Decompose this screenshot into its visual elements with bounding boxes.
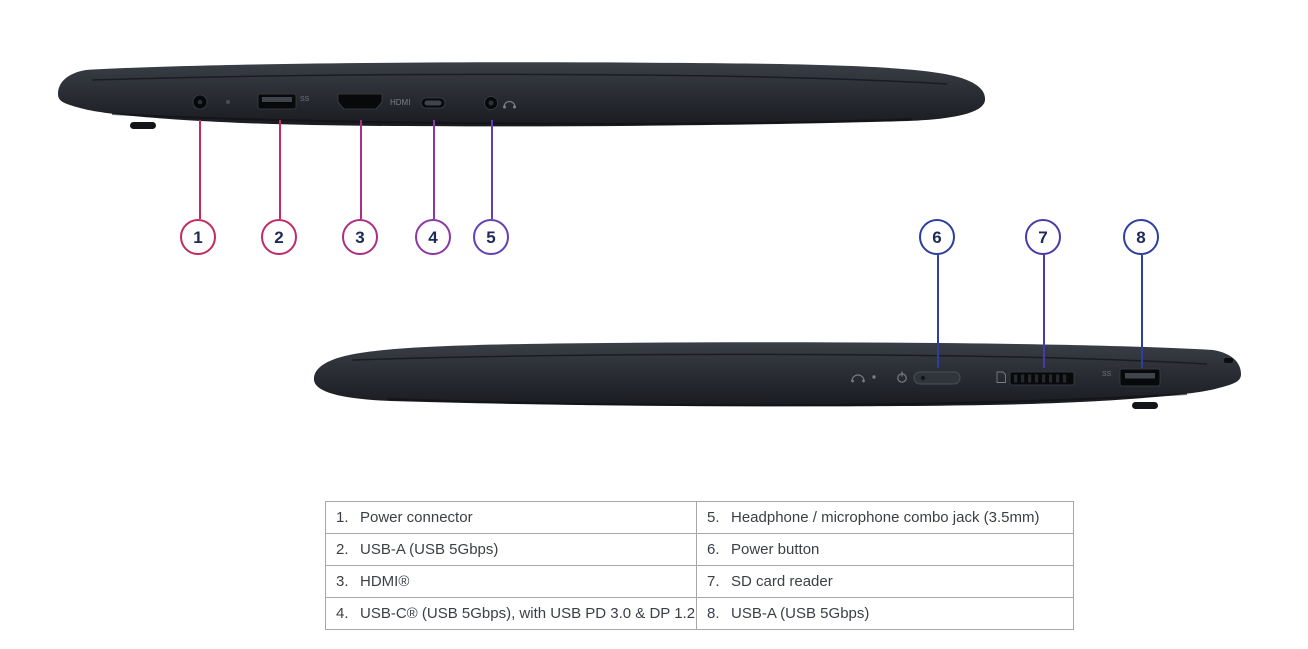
power-connector-port (192, 94, 208, 110)
callout-1-number: 1 (193, 227, 203, 247)
kensington-lock-slot (1224, 358, 1233, 363)
legend-label: Headphone / microphone combo jack (3.5mm… (731, 509, 1040, 526)
legend-label: USB-A (USB 5Gbps) (731, 605, 870, 622)
right-laptop-rubber-foot (1132, 402, 1158, 409)
left-side-view-illustration: SS HDMI (58, 62, 986, 129)
callout-line-8 (1141, 255, 1143, 368)
power-symbol-icon (897, 371, 907, 383)
legend-num: 3. (336, 573, 349, 590)
callout-8: 8 (1123, 219, 1159, 255)
legend-cell-1: 1. Power connector (325, 501, 697, 534)
legend-cell-2: 2. USB-A (USB 5Gbps) (325, 533, 697, 566)
callout-3-number: 3 (355, 227, 365, 247)
callout-8-number: 8 (1136, 227, 1146, 247)
callout-3: 3 (342, 219, 378, 255)
legend-num: 7. (707, 573, 720, 590)
power-led (872, 375, 876, 379)
legend-label: USB-C® (USB 5Gbps), with USB PD 3.0 & DP… (360, 605, 696, 622)
legend-cell-6: 6. Power button (696, 533, 1074, 566)
legend-num: 4. (336, 605, 349, 622)
legend-label: USB-A (USB 5Gbps) (360, 541, 499, 558)
right-side-view-illustration: SS (313, 342, 1241, 409)
legend-cell-8: 8. USB-A (USB 5Gbps) (696, 597, 1074, 630)
callout-line-3 (360, 120, 362, 219)
callout-7: 7 (1025, 219, 1061, 255)
callout-4-number: 4 (428, 227, 438, 247)
sd-card-slot (1009, 371, 1075, 386)
legend-cell-3: 3. HDMI® (325, 565, 697, 598)
legend-num: 8. (707, 605, 720, 622)
headset-icon (503, 100, 516, 109)
audio-combo-jack-port (484, 96, 498, 110)
left-laptop-rubber-foot (130, 122, 156, 129)
callout-6-number: 6 (932, 227, 942, 247)
callout-1: 1 (180, 219, 216, 255)
legend-label: HDMI® (360, 573, 410, 590)
legend-num: 1. (336, 509, 349, 526)
legend-table: 1. Power connector 5. Headphone / micropho… (325, 501, 1074, 630)
sd-card-icon (996, 371, 1006, 383)
callout-line-1 (199, 120, 201, 219)
legend-label: SD card reader (731, 573, 833, 590)
callout-2: 2 (261, 219, 297, 255)
legend-row-1: 1. Power connector 5. Headphone / micropho… (325, 501, 1074, 534)
legend-cell-7: 7. SD card reader (696, 565, 1074, 598)
power-button (913, 371, 961, 385)
left-laptop-bottom-edge (111, 113, 913, 125)
status-led (226, 100, 230, 104)
right-laptop-body (313, 342, 1241, 407)
legend-num: 2. (336, 541, 349, 558)
legend-row-4: 4. USB-C® (USB 5Gbps), with USB PD 3.0 & … (325, 597, 1074, 630)
usb-a-port-left (257, 93, 297, 110)
usb-ss-marking-right-icon: SS (1102, 371, 1112, 378)
callout-7-number: 7 (1038, 227, 1048, 247)
legend-label: Power button (731, 541, 820, 558)
right-laptop-bottom-edge (386, 393, 1188, 407)
hdmi-port (337, 93, 383, 110)
legend-row-3: 3. HDMI® 7. SD card reader (325, 565, 1074, 598)
callout-line-6 (937, 255, 939, 368)
callout-5: 5 (473, 219, 509, 255)
legend-num: 5. (707, 509, 720, 526)
callout-line-4 (433, 120, 435, 219)
left-laptop-body (58, 62, 986, 127)
hdmi-marking: HDMI (390, 98, 410, 107)
right-laptop-lid-seam (351, 353, 1208, 365)
callout-4: 4 (415, 219, 451, 255)
legend-cell-5: 5. Headphone / microphone combo jack (3.5… (696, 501, 1074, 534)
legend-row-2: 2. USB-A (USB 5Gbps) 6. Power button (325, 533, 1074, 566)
usb-a-port-right (1119, 368, 1161, 387)
left-laptop-lid-seam (91, 73, 948, 85)
callout-6: 6 (919, 219, 955, 255)
callout-2-number: 2 (274, 227, 284, 247)
usb-ss-marking-left-icon: SS (300, 96, 310, 103)
callout-5-number: 5 (486, 227, 496, 247)
legend-num: 6. (707, 541, 720, 558)
callout-line-7 (1043, 255, 1045, 368)
legend-label: Power connector (360, 509, 473, 526)
callout-line-5 (491, 120, 493, 219)
pinhole-headset-icon (851, 374, 865, 383)
callout-line-2 (279, 120, 281, 219)
usb-c-port (420, 97, 446, 109)
legend-cell-4: 4. USB-C® (USB 5Gbps), with USB PD 3.0 & … (325, 597, 697, 630)
